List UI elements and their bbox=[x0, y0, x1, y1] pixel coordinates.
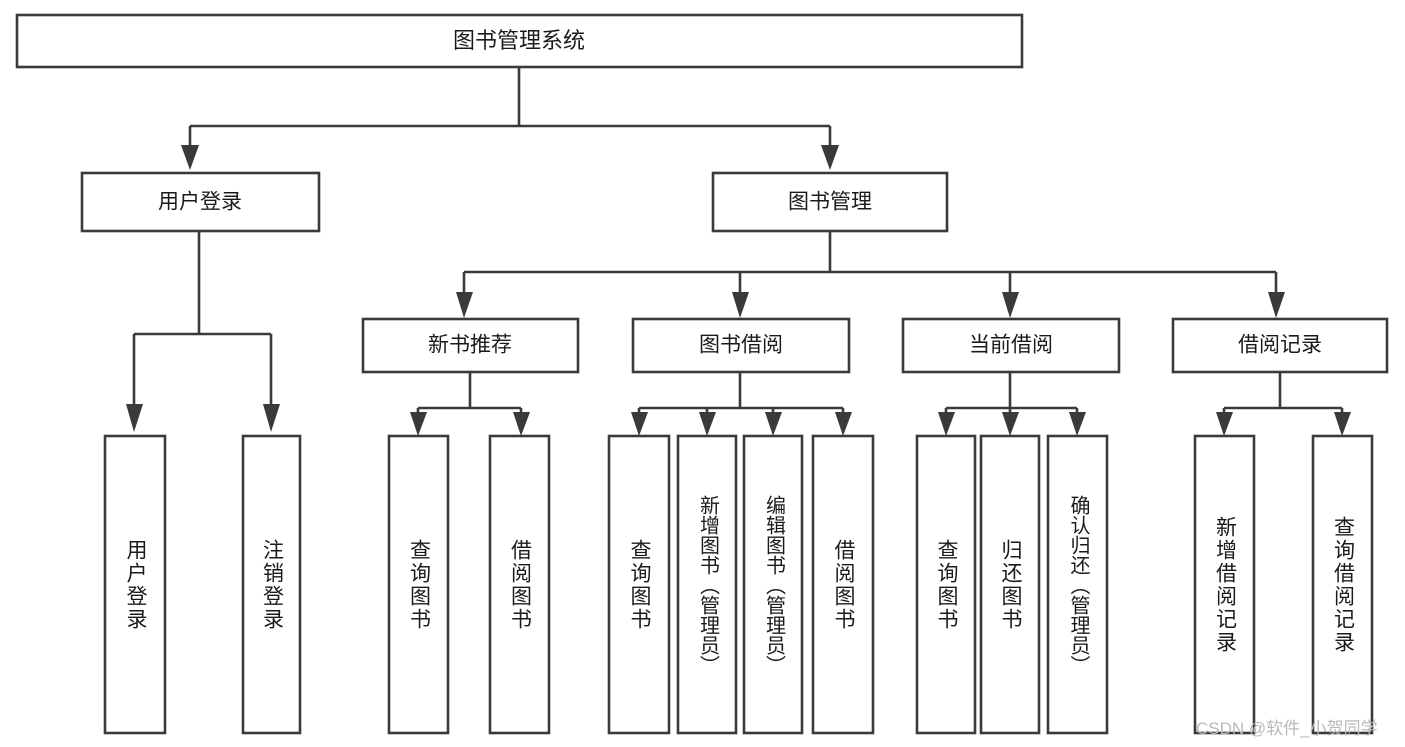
leaf-box-user-login-1[interactable] bbox=[241, 434, 302, 735]
node-new-book-recommend[interactable]: 新书推荐 bbox=[361, 317, 580, 374]
node-user-login[interactable]: 用户登录 bbox=[80, 171, 321, 233]
arrow-user-login-to-leaf-0 bbox=[126, 404, 143, 432]
connector-group-book-mgmt bbox=[456, 231, 1285, 318]
arrow-root-to-user-login bbox=[181, 145, 199, 170]
leaf-box-book-borrow-1[interactable] bbox=[676, 434, 738, 735]
arrow-current-borrow-to-leaf-2 bbox=[1069, 412, 1086, 436]
arrow-current-borrow-to-leaf-0 bbox=[938, 412, 955, 436]
leaf-box-borrow-record-0[interactable] bbox=[1193, 434, 1256, 735]
node-borrow-record-box[interactable] bbox=[1171, 317, 1389, 374]
node-root-system[interactable]: 图书管理系统 bbox=[15, 13, 1024, 69]
leaf-box-book-borrow-2[interactable] bbox=[742, 434, 804, 735]
node-current-borrow-box[interactable] bbox=[901, 317, 1121, 374]
node-root-system-label: 图书管理系统 bbox=[453, 28, 585, 53]
leaf-box-new-book-1[interactable] bbox=[488, 434, 551, 735]
node-book-management-label: 图书管理 bbox=[788, 191, 872, 214]
node-user-login-box[interactable] bbox=[80, 171, 321, 233]
node-new-book-recommend-box[interactable] bbox=[361, 317, 580, 374]
arrow-borrow-record-to-leaf-1 bbox=[1334, 412, 1351, 436]
node-book-borrow-box[interactable] bbox=[631, 317, 851, 374]
node-book-borrow[interactable]: 图书借阅 bbox=[631, 317, 851, 374]
node-user-login-label: 用户登录 bbox=[158, 191, 242, 214]
arrow-borrow-record-to-leaf-0 bbox=[1216, 412, 1233, 436]
arrow-new-book-to-leaf-1 bbox=[513, 412, 530, 436]
connector-group-user-login bbox=[126, 231, 280, 432]
leaf-box-current-borrow-0[interactable] bbox=[915, 434, 977, 735]
connector-group-root bbox=[181, 67, 839, 170]
node-root-system-box[interactable] bbox=[15, 13, 1024, 69]
leaf-box-borrow-record-1[interactable] bbox=[1311, 434, 1374, 735]
arrow-current-borrow-to-leaf-1 bbox=[1002, 412, 1019, 436]
leaf-box-user-login-0[interactable] bbox=[103, 434, 167, 735]
node-borrow-record-label: 借阅记录 bbox=[1238, 334, 1322, 357]
csdn-watermark: CSDN @软件_小贺同学 bbox=[1196, 719, 1378, 738]
arrow-book-mgmt-to-l3-1 bbox=[732, 292, 749, 318]
arrow-book-borrow-to-leaf-1 bbox=[699, 412, 716, 436]
node-current-borrow-label: 当前借阅 bbox=[969, 334, 1053, 357]
arrow-book-mgmt-to-l3-0 bbox=[456, 292, 473, 318]
leaf-box-new-book-0[interactable] bbox=[387, 434, 450, 735]
node-book-management[interactable]: 图书管理 bbox=[711, 171, 949, 233]
connector-group-book-borrow bbox=[631, 373, 852, 436]
node-current-borrow[interactable]: 当前借阅 bbox=[901, 317, 1121, 374]
arrow-root-to-book-mgmt bbox=[821, 145, 839, 170]
arrow-user-login-to-leaf-1 bbox=[263, 404, 280, 432]
arrow-book-borrow-to-leaf-2 bbox=[765, 412, 782, 436]
arrow-book-borrow-to-leaf-3 bbox=[835, 412, 852, 436]
arrow-new-book-to-leaf-0 bbox=[410, 412, 427, 436]
node-book-borrow-label: 图书借阅 bbox=[699, 334, 783, 357]
arrow-book-mgmt-to-l3-3 bbox=[1268, 292, 1285, 318]
leaf-box-current-borrow-2[interactable] bbox=[1046, 434, 1109, 735]
arrow-book-borrow-to-leaf-0 bbox=[631, 412, 648, 436]
leaf-box-current-borrow-1[interactable] bbox=[979, 434, 1041, 735]
leaf-box-book-borrow-3[interactable] bbox=[811, 434, 875, 735]
node-borrow-record[interactable]: 借阅记录 bbox=[1171, 317, 1389, 374]
arrow-book-mgmt-to-l3-2 bbox=[1002, 292, 1019, 318]
connector-group-new-book bbox=[410, 373, 530, 436]
node-book-management-box[interactable] bbox=[711, 171, 949, 233]
node-new-book-recommend-label: 新书推荐 bbox=[428, 334, 512, 357]
connector-group-borrow-record bbox=[1216, 373, 1351, 436]
leaf-box-book-borrow-0[interactable] bbox=[607, 434, 671, 735]
connector-group-current-borrow bbox=[938, 373, 1086, 436]
